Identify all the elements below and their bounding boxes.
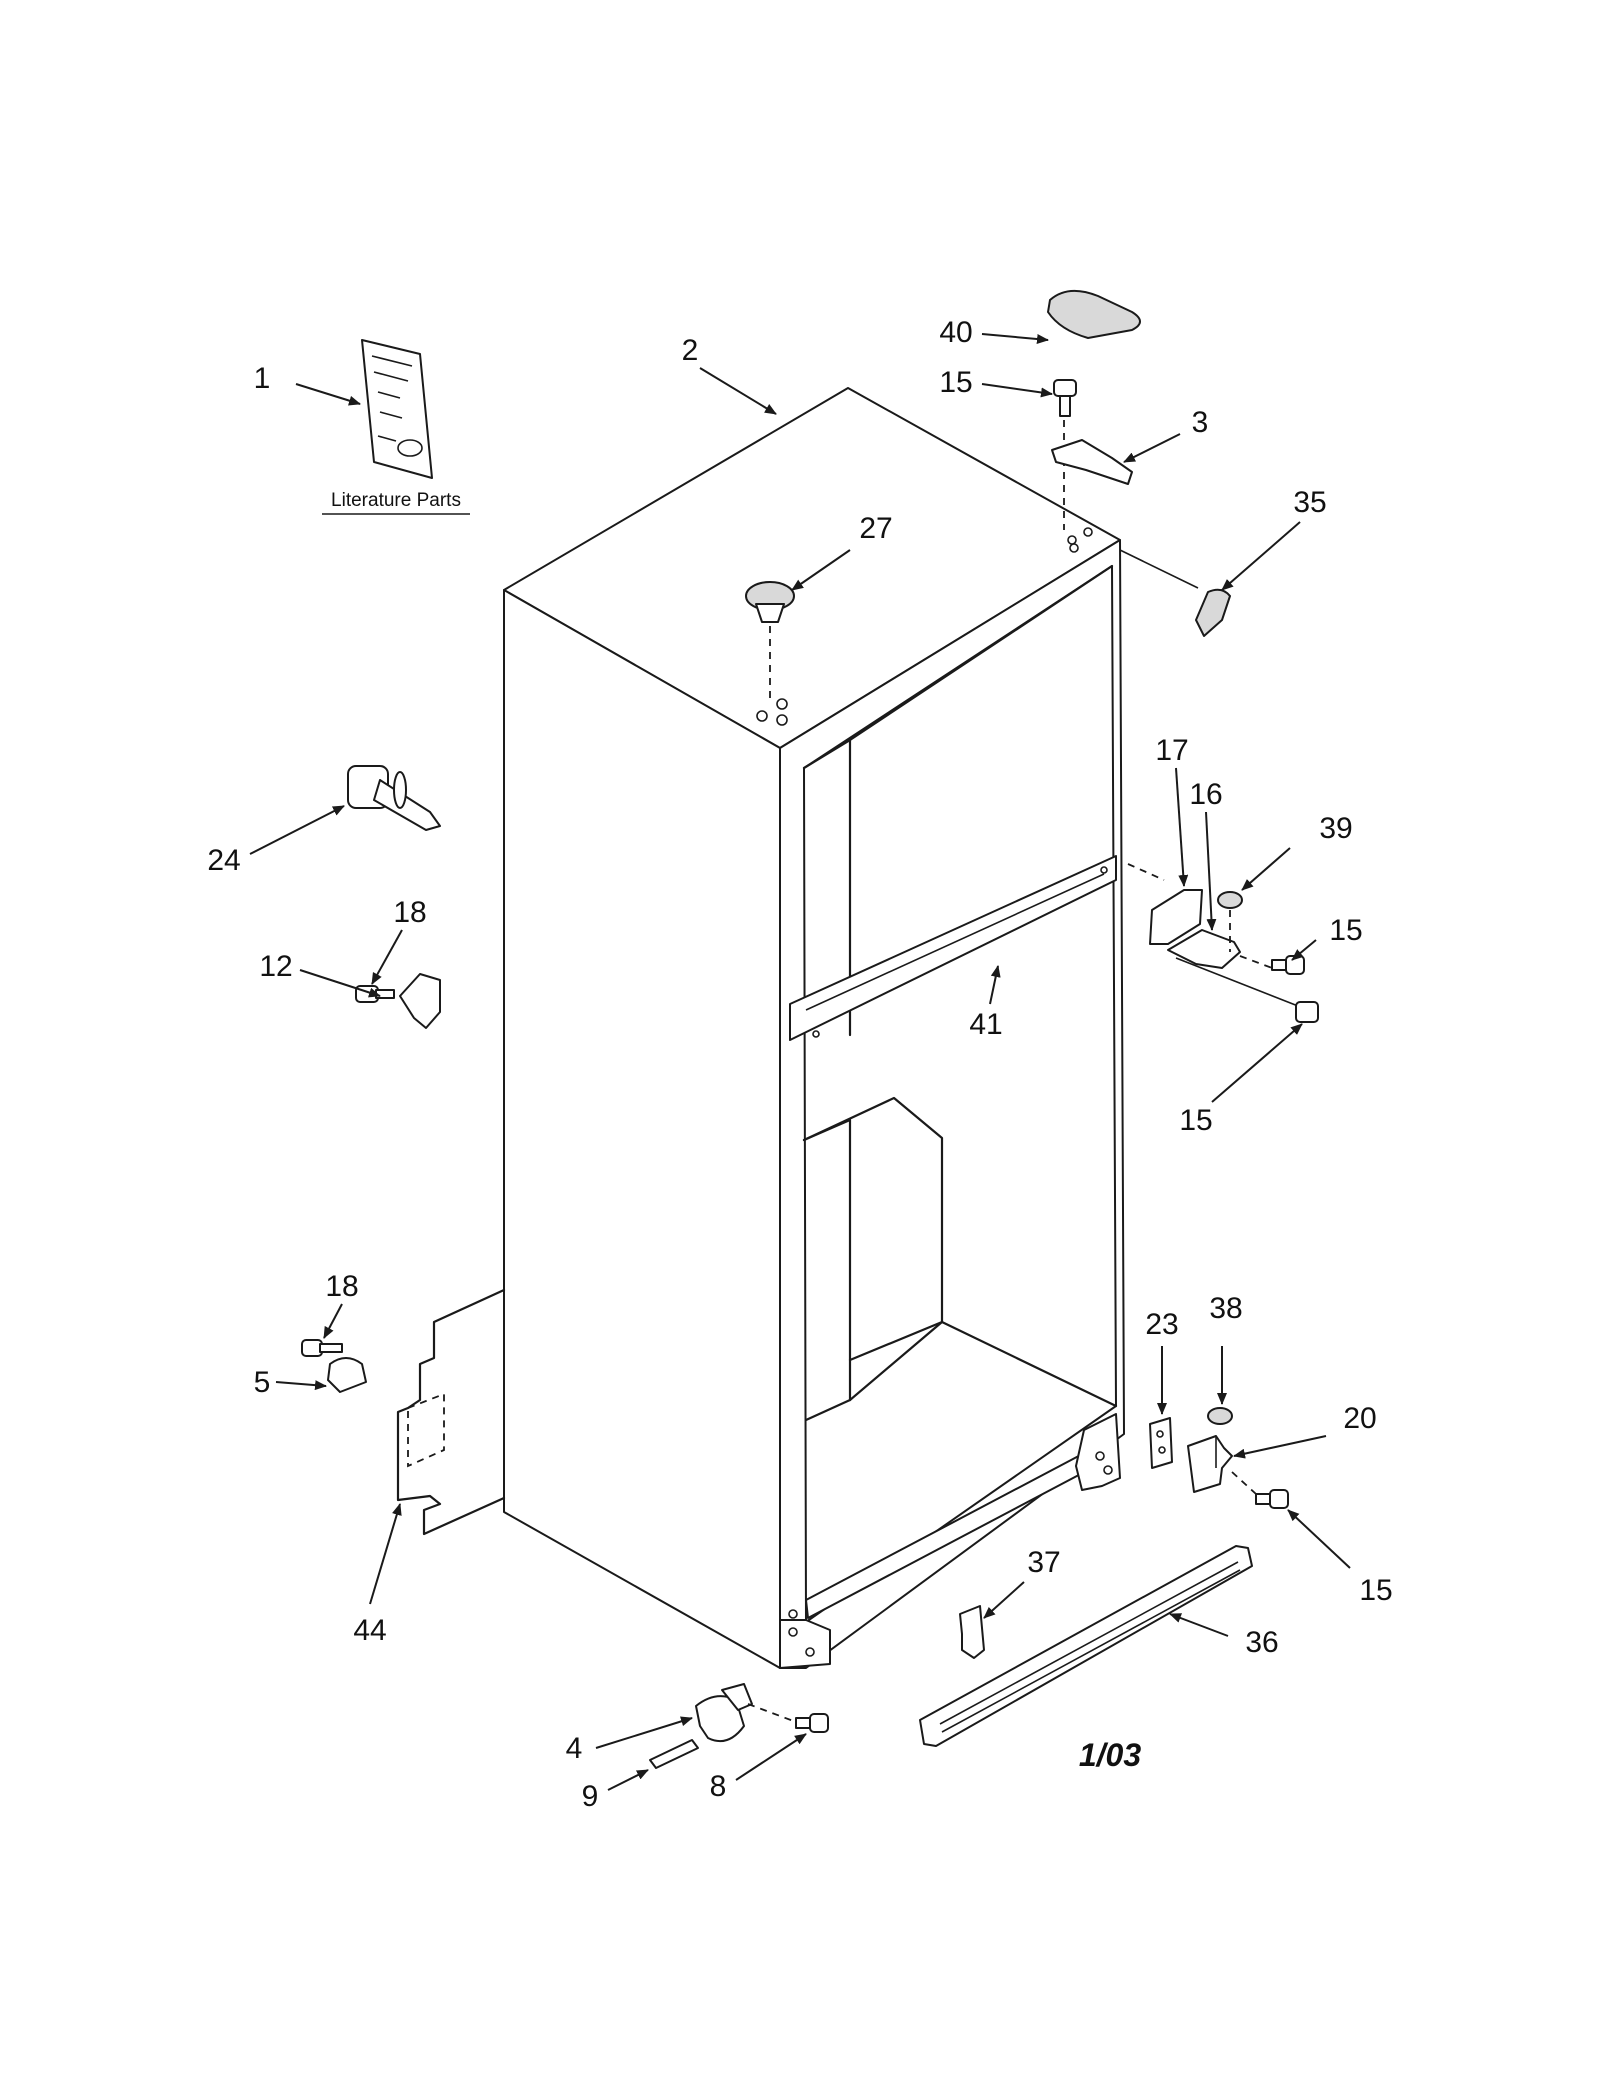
callout-2: 2: [682, 334, 699, 367]
callout-38: 38: [1209, 1292, 1242, 1325]
screw-15-bottom: [1255, 1489, 1289, 1509]
callout-16: 16: [1189, 778, 1222, 811]
washer-39: [1217, 891, 1243, 909]
revision-date: 1/03: [1079, 1737, 1141, 1773]
screw-18-lower: [301, 1339, 343, 1357]
callout-15: 15: [1179, 1104, 1212, 1137]
bottom-hinge-20: [1187, 1435, 1233, 1493]
grille-clip-37: [959, 1605, 985, 1659]
callout-18: 18: [325, 1270, 358, 1303]
callout-18: 18: [393, 896, 426, 929]
bracket-12: [399, 973, 441, 1029]
door-stop: [1195, 588, 1231, 637]
callout-15: 15: [1329, 914, 1362, 947]
washer-38: [1207, 1407, 1233, 1425]
callout-17: 17: [1155, 734, 1188, 767]
screw-15-lower-mid: [1295, 1001, 1319, 1023]
clip-5: [327, 1357, 367, 1393]
toe-grille: [919, 1545, 1253, 1747]
callout-37: 37: [1027, 1546, 1060, 1579]
callout-8: 8: [710, 1770, 727, 1803]
top-hinge: [1051, 439, 1133, 485]
hinge-bracket-17: [1149, 889, 1203, 945]
callout-24: 24: [207, 844, 240, 877]
callout-labels: 1 2 40 15 3 35 27 24 18 12 17 16 39 15 4…: [207, 316, 1392, 1813]
callout-39: 39: [1319, 812, 1352, 845]
literature-parts-label: Literature Parts: [331, 490, 461, 511]
roller-assembly: [695, 1683, 753, 1742]
axle-pin-9: [649, 1739, 699, 1769]
callout-20: 20: [1343, 1402, 1376, 1435]
screw-15-middle: [1271, 955, 1305, 975]
callout-12: 12: [259, 950, 292, 983]
center-mullion: [789, 855, 1117, 1041]
top-hinge-cover: [1047, 289, 1141, 339]
screw-8: [795, 1713, 829, 1733]
callout-15: 15: [1359, 1574, 1392, 1607]
callout-15: 15: [939, 366, 972, 399]
callout-5: 5: [254, 1366, 271, 1399]
callout-36: 36: [1245, 1626, 1278, 1659]
callout-23: 23: [1145, 1308, 1178, 1341]
callout-35: 35: [1293, 486, 1326, 519]
hinge-bracket-16: [1167, 929, 1241, 969]
callout-41: 41: [969, 1008, 1002, 1041]
callout-40: 40: [939, 316, 972, 349]
cabinet-body: [503, 387, 1125, 1669]
callout-3: 3: [1192, 406, 1209, 439]
callout-4: 4: [566, 1732, 583, 1765]
callout-27: 27: [859, 512, 892, 545]
part-24-pin: [347, 765, 441, 831]
shim-23: [1149, 1417, 1173, 1469]
callout-9: 9: [582, 1780, 599, 1813]
leader-lines: [249, 333, 1351, 1791]
literature-parts-booklet: [361, 339, 433, 479]
back-panel-section: [396, 1288, 506, 1536]
callout-44: 44: [353, 1614, 386, 1647]
plug-button: [745, 581, 795, 623]
callout-1: 1: [254, 362, 271, 395]
screw-15-top: [1053, 379, 1077, 417]
bottom-hinge-bracket: [1075, 1413, 1121, 1491]
